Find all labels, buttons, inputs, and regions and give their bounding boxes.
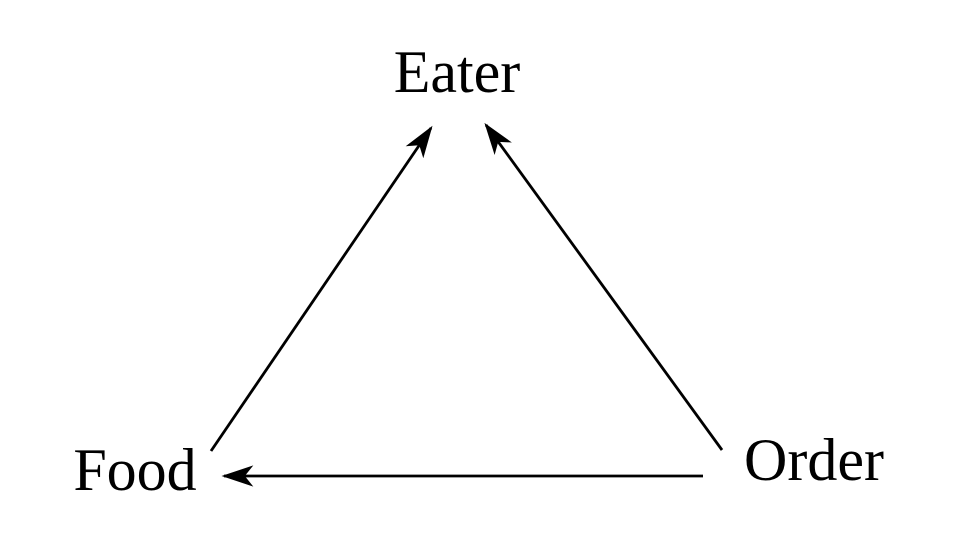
node-label-eater: Eater bbox=[393, 39, 521, 105]
node-label-order: Order bbox=[744, 427, 884, 493]
arrow-order-to-eater bbox=[484, 122, 724, 451]
node-label-food: Food bbox=[73, 437, 197, 503]
arrow-food-to-eater bbox=[209, 125, 433, 452]
